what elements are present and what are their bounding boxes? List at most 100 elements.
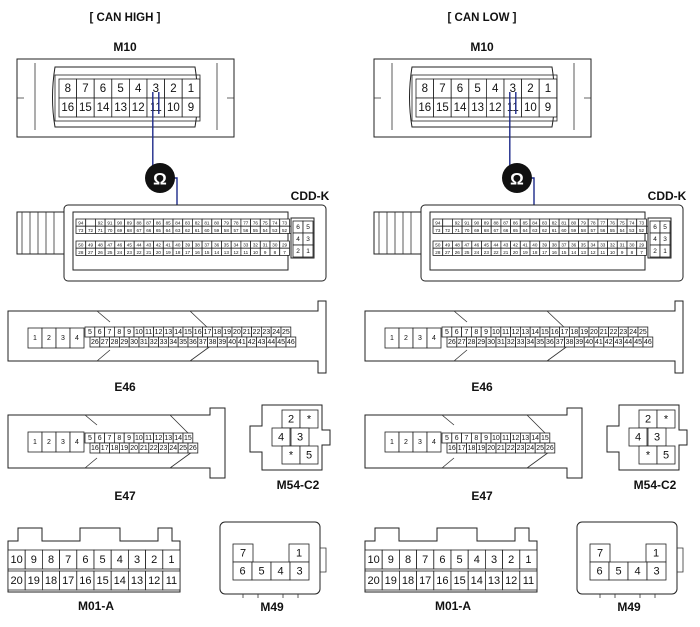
pin-number: 75	[620, 221, 626, 226]
pin-number: 29	[639, 243, 645, 248]
pin-cell: 17	[182, 247, 193, 256]
pin-cell: 91	[104, 218, 116, 227]
pin-cell: 49	[442, 240, 453, 249]
pin-number: 88	[493, 221, 499, 226]
pin-cell: 14	[172, 432, 184, 444]
pin-number: 7	[422, 554, 428, 566]
pin-cell: 3	[146, 78, 166, 99]
pin-cell: 29	[476, 336, 487, 348]
pin-number: 18	[402, 575, 414, 587]
pin-cell: 12	[145, 570, 164, 591]
pin-cell: 23	[124, 247, 135, 256]
pin-cell: 9	[538, 97, 558, 118]
pin-number: 41	[595, 339, 603, 346]
pin-number: 24	[117, 250, 123, 255]
pin-cell: 60	[558, 225, 570, 234]
pin-number: 9	[31, 554, 37, 566]
pin-number: 17	[101, 445, 109, 452]
pin-cell: 42	[510, 240, 521, 249]
pin-number: 25	[639, 329, 647, 336]
pin-cell: 40	[583, 336, 595, 348]
pin-number: 31	[620, 243, 626, 248]
pin-cell: 65	[153, 225, 164, 234]
pin-number: 33	[160, 339, 168, 346]
pin-number: *	[646, 450, 651, 462]
pin-cell: 90	[471, 218, 482, 227]
pin-number: 7	[439, 83, 445, 95]
pin-number: 25	[107, 250, 113, 255]
pin-number: 5	[445, 435, 449, 442]
pin-number: 23	[262, 329, 270, 336]
pin-number: 9	[545, 102, 551, 114]
pin-number: 45	[484, 243, 490, 248]
pin-cell: 41	[236, 336, 248, 348]
pin-number: 1	[188, 83, 194, 95]
pin-number: 10	[492, 435, 500, 442]
pin-number: 12	[505, 575, 517, 587]
pin-cell: 38	[548, 240, 560, 249]
pin-cell: 61	[191, 225, 203, 234]
pin-number: 13	[114, 102, 127, 114]
pin-cell: 24	[524, 442, 536, 454]
pin-number: 35	[536, 339, 544, 346]
pin-number: 16	[91, 445, 99, 452]
pin-cell: 32	[505, 336, 517, 348]
pin-cell: 10	[7, 549, 26, 570]
pin-cell: 13	[484, 570, 503, 591]
pin-number: 32	[253, 243, 259, 248]
pin-cell: 2	[41, 327, 57, 349]
pin-cell: 33	[240, 240, 251, 249]
pin-number: 8	[117, 435, 121, 442]
pin-cell: 83	[539, 218, 550, 227]
pin-cell: 14	[568, 247, 579, 256]
pin-number: 44	[624, 339, 632, 346]
pin-cell: 14	[450, 97, 470, 118]
pin-number: 19	[28, 575, 40, 587]
pin-cell: *	[656, 409, 676, 429]
pin-cell: 11	[146, 97, 166, 118]
pin-cell: 10	[607, 247, 618, 256]
pin-cell: 20	[7, 570, 26, 591]
pin-cell: 2	[521, 78, 540, 99]
pin-cell: 4	[485, 78, 505, 99]
pin-number: 10	[492, 329, 500, 336]
pin-cell: 41	[593, 336, 605, 348]
pin-cell: 49	[85, 240, 96, 249]
pin-number: 91	[107, 221, 113, 226]
pin-cell: 17	[456, 442, 468, 454]
pin-cell: 5	[608, 561, 629, 581]
pin-cell: 73	[279, 218, 290, 227]
pin-cell: 88	[133, 218, 145, 227]
pin-cell: 39	[573, 336, 585, 348]
pin-number: 76	[610, 221, 616, 226]
pin-cell: 39	[216, 336, 228, 348]
pin-cell: 2	[145, 549, 164, 570]
pin-number: *	[664, 414, 669, 426]
pin-number: 10	[253, 250, 259, 255]
pin-number: 26	[91, 339, 99, 346]
pin-cell: 7	[104, 432, 115, 444]
pin-cell: 21	[598, 326, 610, 338]
pin	[162, 549, 181, 570]
pin-cell: 45	[124, 240, 135, 249]
pin-cell: 7	[461, 326, 472, 338]
pin-cell: 17	[99, 442, 111, 454]
pin-cell: 87	[500, 218, 511, 227]
pin-cell: 10	[521, 97, 540, 118]
pin-number: 3	[153, 83, 159, 95]
pin-number: 9	[188, 102, 194, 114]
pin-cell: 30	[626, 240, 638, 249]
pin-cell: 79	[578, 218, 589, 227]
pin-cell: 38	[191, 240, 203, 249]
pin	[289, 561, 310, 581]
e47-guides	[84, 414, 193, 469]
pin-number: 15	[541, 435, 549, 442]
pin-cell: 17	[559, 326, 570, 338]
pin-number: 18	[532, 250, 538, 255]
pin-cell: 7	[104, 326, 115, 338]
pin-number: 7	[597, 548, 603, 560]
cdd-latch-ribs	[378, 212, 412, 254]
